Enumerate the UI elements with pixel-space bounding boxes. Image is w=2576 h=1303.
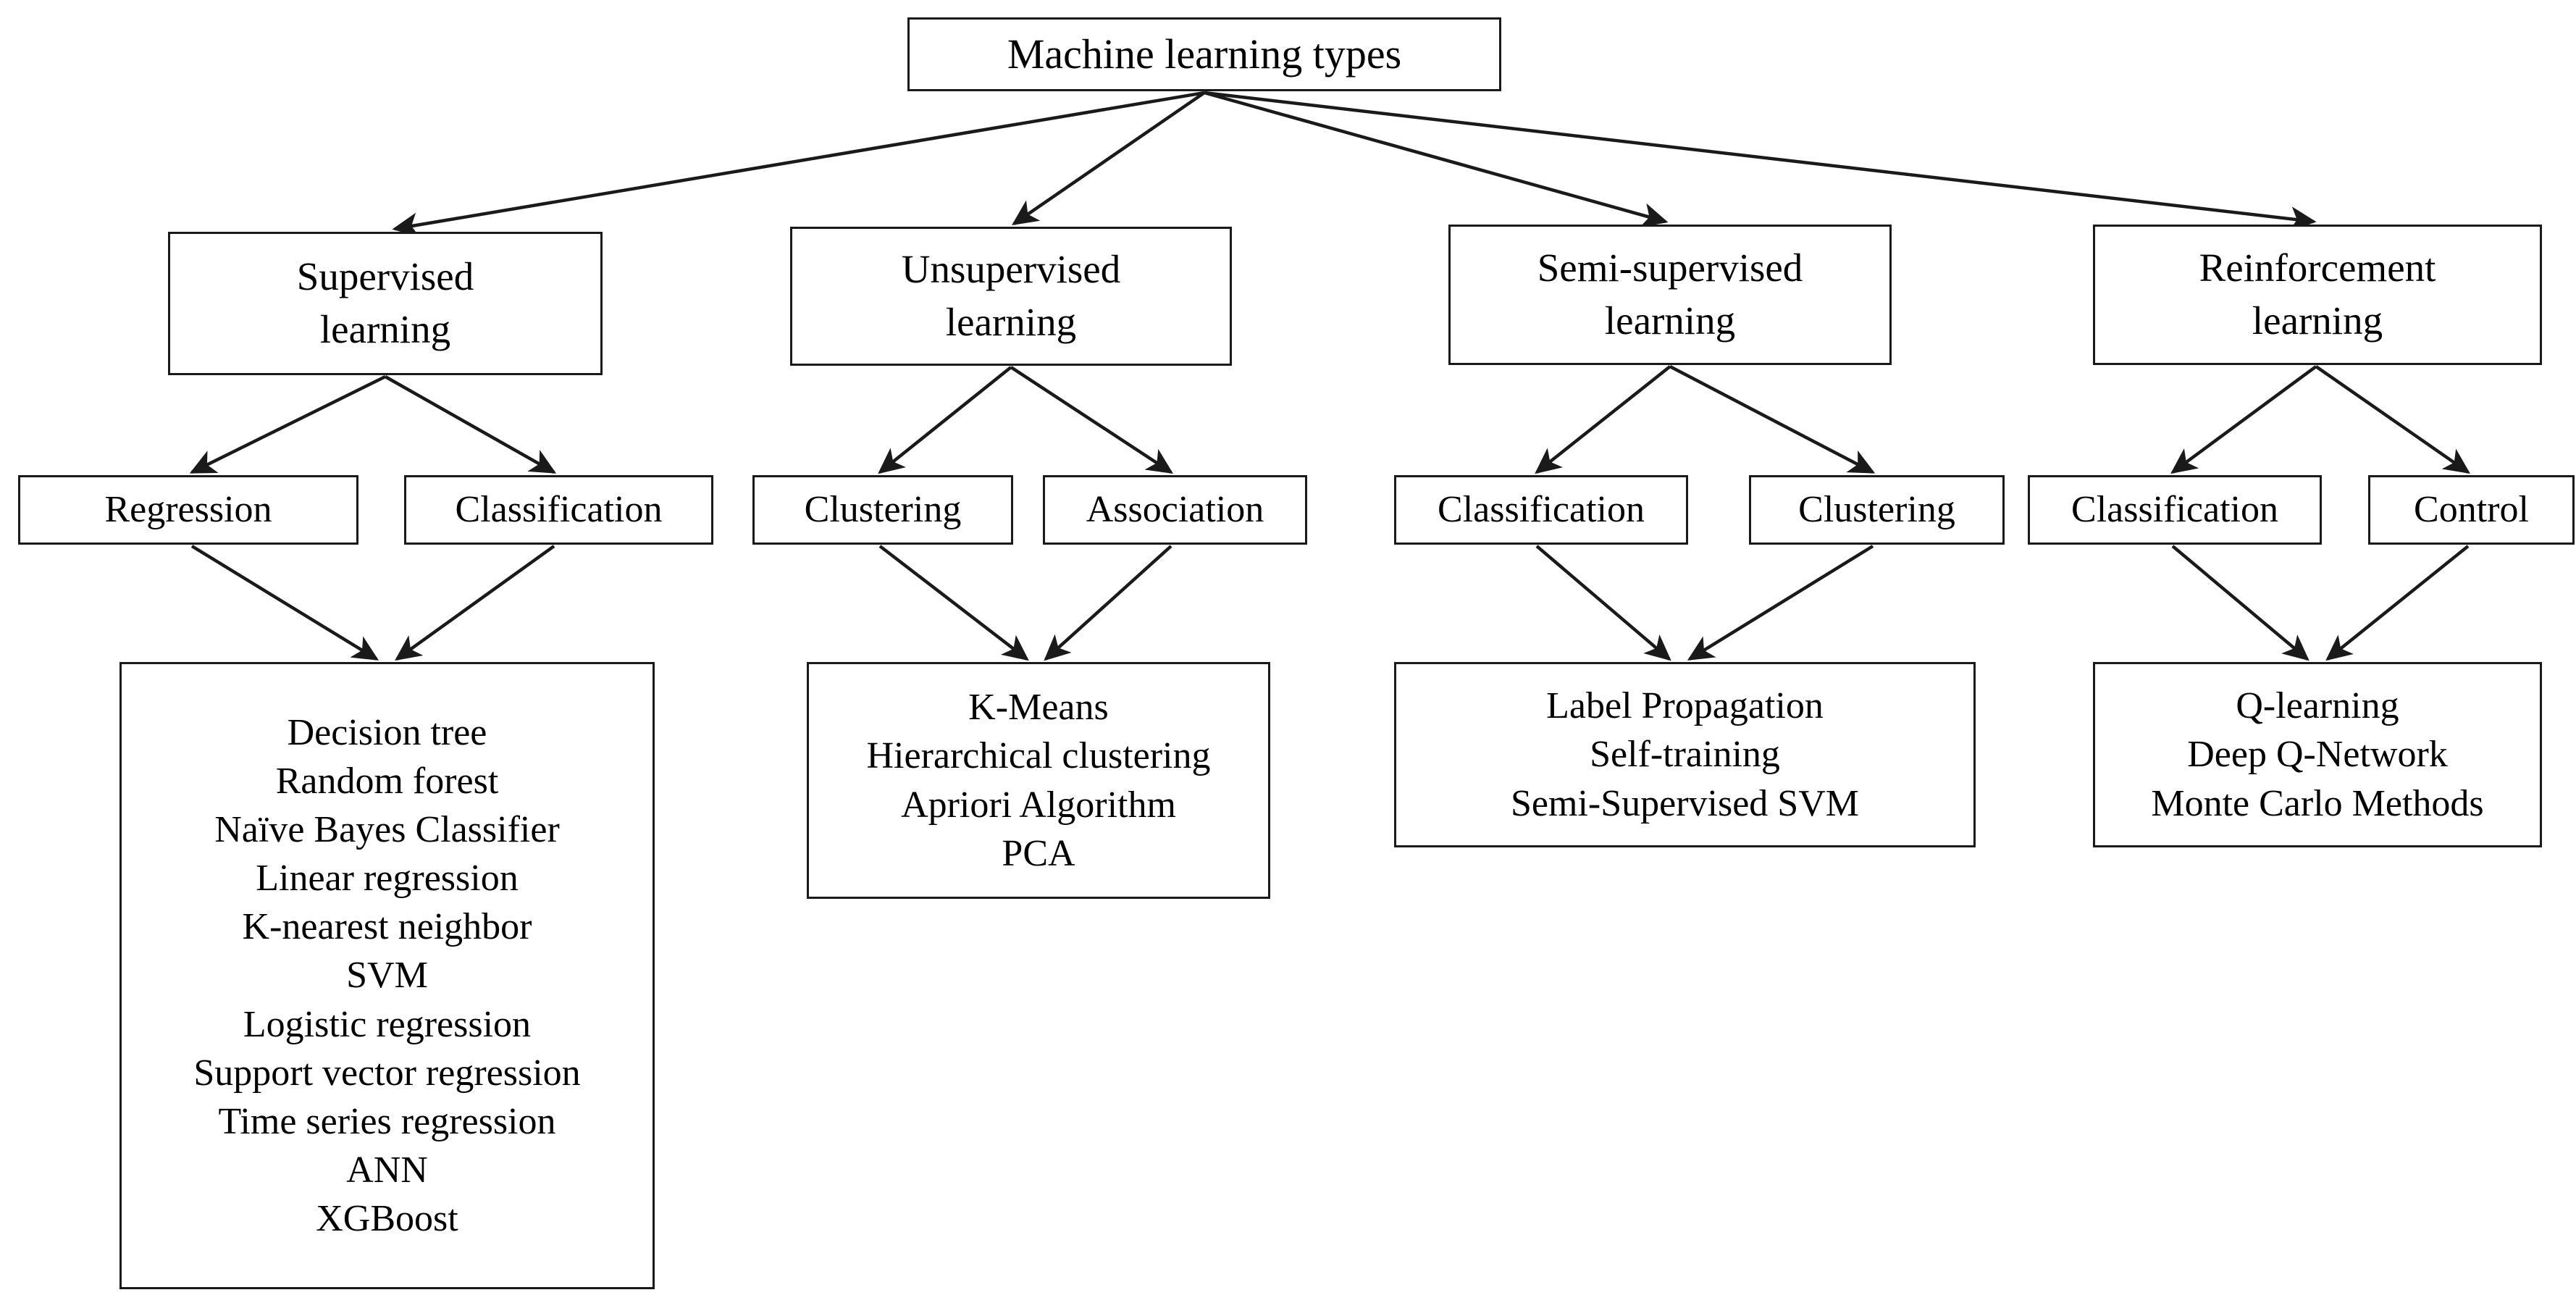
edge-root-to-unsupervised bbox=[1012, 91, 1206, 226]
task-node-semi-supervised-clustering[interactable]: Clustering bbox=[1749, 475, 2005, 545]
task-node-label: Clustering bbox=[804, 489, 962, 531]
task-node-unsupervised-association[interactable]: Association bbox=[1043, 475, 1307, 545]
edge-supervised-to-classification bbox=[384, 375, 557, 474]
task-node-reinforcement-control[interactable]: Control bbox=[2368, 475, 2575, 545]
algorithm-item: PCA bbox=[1002, 832, 1075, 874]
branch-label-line1: Unsupervised bbox=[901, 247, 1121, 292]
edge-semisupervised-to-clustering bbox=[1669, 365, 1876, 474]
algorithm-item: K-nearest neighbor bbox=[242, 906, 532, 948]
edge-root-to-semisupervised bbox=[1204, 91, 1669, 227]
algorithm-item: Label Propagation bbox=[1546, 685, 1824, 727]
algorithm-item: Deep Q-Network bbox=[2187, 734, 2448, 776]
branch-label-line1: Reinforcement bbox=[2199, 246, 2436, 290]
algorithm-item: Semi-Supervised SVM bbox=[1511, 782, 1859, 824]
edge-unsupervised-to-clustering bbox=[878, 366, 1012, 474]
task-node-supervised-regression[interactable]: Regression bbox=[18, 475, 358, 545]
edge-unsupervised-to-association bbox=[1010, 366, 1174, 474]
algorithm-item: Support vector regression bbox=[193, 1052, 581, 1094]
task-node-unsupervised-clustering[interactable]: Clustering bbox=[752, 475, 1013, 545]
edge-clustering-to-leaf bbox=[878, 545, 1029, 661]
algorithm-item: Time series regression bbox=[218, 1100, 556, 1142]
algorithm-item: SVM bbox=[346, 955, 428, 997]
branch-label-line1: Semi-supervised bbox=[1537, 246, 1803, 290]
algorithm-item: Q-learning bbox=[2236, 685, 2399, 727]
task-node-supervised-classification[interactable]: Classification bbox=[404, 475, 713, 545]
algorithm-item: Apriori Algorithm bbox=[901, 784, 1176, 826]
edge-classification-to-leaf-rl bbox=[2171, 545, 2309, 661]
edge-clustering-to-leaf-semi bbox=[1687, 545, 1874, 661]
task-node-label: Control bbox=[2414, 489, 2529, 531]
algorithm-item: Logistic regression bbox=[243, 1003, 532, 1045]
task-node-reinforcement-classification[interactable]: Classification bbox=[2028, 475, 2322, 545]
branch-label-line2: learning bbox=[945, 300, 1077, 344]
task-node-label: Classification bbox=[455, 489, 663, 531]
edge-root-to-reinforcement bbox=[1204, 91, 2317, 232]
algorithm-item: Self-training bbox=[1590, 734, 1780, 776]
algorithm-item: Random forest bbox=[275, 761, 499, 803]
branch-node-semi-supervised-learning[interactable]: Semi-supervised learning bbox=[1448, 225, 1892, 365]
algorithm-item: Linear regression bbox=[256, 858, 519, 900]
edge-semisupervised-to-classification bbox=[1535, 365, 1671, 474]
edge-association-to-leaf bbox=[1044, 545, 1172, 661]
algorithm-item: Decision tree bbox=[287, 712, 487, 754]
branch-label-line2: learning bbox=[2252, 298, 2383, 343]
task-node-label: Clustering bbox=[1798, 489, 1955, 531]
algorithm-item: Monte Carlo Methods bbox=[2151, 782, 2484, 824]
branch-node-supervised-learning[interactable]: Supervised learning bbox=[168, 232, 603, 375]
edge-root-to-supervised bbox=[392, 91, 1205, 238]
edge-regression-to-leaf bbox=[190, 545, 379, 661]
edge-reinforcement-to-control bbox=[2315, 365, 2470, 474]
edge-control-to-leaf-rl bbox=[2325, 545, 2470, 661]
algorithm-item: ANN bbox=[346, 1149, 428, 1191]
task-node-label: Regression bbox=[104, 489, 272, 531]
root-node-machine-learning-types[interactable]: Machine learning types bbox=[907, 17, 1501, 91]
task-node-label: Classification bbox=[2071, 489, 2278, 531]
branch-label-line1: Supervised bbox=[296, 254, 474, 299]
algorithm-item: K-Means bbox=[968, 687, 1109, 729]
edge-reinforcement-to-classification bbox=[2170, 365, 2317, 474]
branch-label-line2: learning bbox=[1604, 298, 1736, 343]
task-node-semi-supervised-classification[interactable]: Classification bbox=[1394, 475, 1688, 545]
algorithm-item: XGBoost bbox=[316, 1197, 458, 1239]
edge-supervised-to-regression bbox=[189, 374, 386, 474]
branch-node-reinforcement-learning[interactable]: Reinforcement learning bbox=[2093, 225, 2542, 365]
algorithm-item: Naïve Bayes Classifier bbox=[214, 809, 560, 851]
task-node-label: Classification bbox=[1438, 489, 1645, 531]
branch-node-unsupervised-learning[interactable]: Unsupervised learning bbox=[790, 227, 1232, 366]
algorithm-item: Hierarchical clustering bbox=[866, 735, 1211, 777]
task-node-label: Association bbox=[1086, 489, 1264, 531]
branch-label-line2: learning bbox=[319, 307, 451, 351]
edge-classification-to-leaf bbox=[395, 545, 555, 661]
root-node-label: Machine learning types bbox=[1007, 30, 1402, 77]
edge-classification-to-leaf-semi bbox=[1535, 545, 1671, 661]
